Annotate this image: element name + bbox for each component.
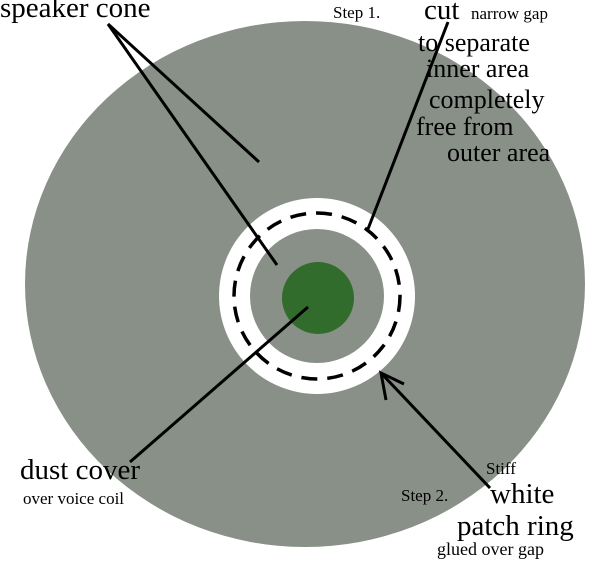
cut-line-dashed bbox=[232, 211, 402, 381]
label-step2: Step 2. bbox=[401, 486, 449, 505]
label-completely: completely bbox=[429, 85, 545, 114]
speaker-cone-pointer-2 bbox=[106, 23, 279, 266]
label-white: white bbox=[490, 478, 555, 510]
label-to-separate: to separate bbox=[418, 28, 530, 57]
dust-cover-shape bbox=[282, 262, 354, 334]
label-stiff: Stiff bbox=[486, 459, 516, 478]
dust-cover-pointer bbox=[129, 305, 309, 464]
arrow-head-icon bbox=[378, 370, 405, 401]
label-speaker-cone: speaker cone bbox=[0, 0, 151, 24]
patch-ring-arrow bbox=[379, 371, 492, 490]
label-inner-area: inner area bbox=[426, 54, 530, 83]
label-narrow-gap: narrow gap bbox=[471, 4, 548, 23]
label-cut: cut bbox=[424, 0, 460, 26]
label-over-voice-coil: over voice coil bbox=[23, 489, 125, 508]
label-step1: Step 1. bbox=[333, 3, 381, 22]
label-dust-cover: dust cover bbox=[20, 454, 140, 486]
speaker-cone-pointer-1 bbox=[106, 22, 261, 164]
label-outer-area: outer area bbox=[447, 138, 551, 167]
label-glued-over-gap: glued over gap bbox=[437, 539, 544, 559]
label-free-from: free from bbox=[416, 112, 514, 141]
cut-pointer bbox=[366, 21, 450, 230]
label-patch-ring: patch ring bbox=[457, 510, 574, 542]
